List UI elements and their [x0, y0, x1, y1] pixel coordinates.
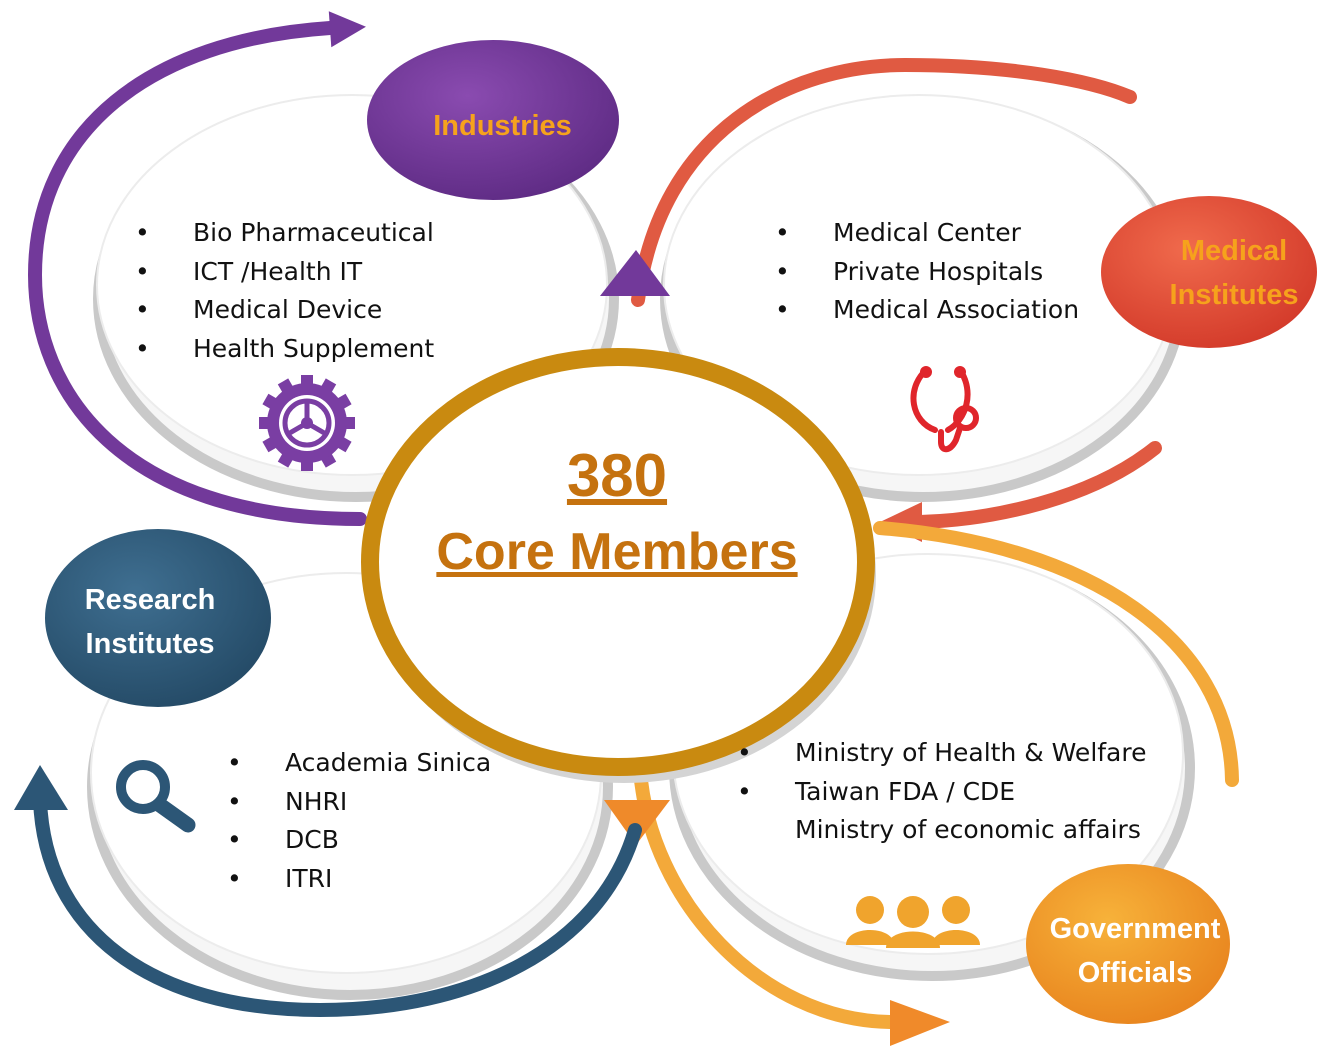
government-title-line1: Government — [1049, 913, 1221, 945]
research-title-line1: Research — [84, 584, 216, 616]
list-item: NHRI — [227, 783, 491, 822]
list-item: Health Supplement — [135, 330, 434, 369]
list-item: DCB — [227, 821, 491, 860]
core-member-count: 380 — [566, 442, 668, 509]
list-item: Ministry of Health & Welfare — [737, 734, 1147, 773]
magnifier-icon — [116, 760, 196, 833]
people-group-icon — [846, 896, 980, 948]
core-member-label: Core Members — [436, 523, 798, 581]
government-list: Ministry of Health & Welfare Taiwan FDA … — [737, 734, 1147, 850]
research-title: Research Institutes — [60, 578, 240, 666]
government-title: Government Officials — [1035, 907, 1235, 995]
center-label: 380 Core Members — [372, 438, 862, 590]
industries-title: Industries — [433, 110, 572, 142]
industries-list: Bio Pharmaceutical ICT /Health IT Medica… — [135, 214, 434, 368]
industries-badge — [367, 40, 619, 200]
list-item: Ministry of economic affairs — [795, 815, 1141, 844]
medical-list: Medical Center Private Hospitals Medical… — [775, 214, 1079, 330]
stethoscope-icon — [910, 366, 979, 453]
down-cycle-arrow — [604, 763, 950, 1046]
research-badge — [45, 529, 271, 707]
government-cycle-arrow — [873, 521, 1239, 787]
research-title-line2: Institutes — [85, 628, 215, 660]
list-item: ITRI — [227, 860, 491, 899]
list-item: Medical Device — [135, 291, 434, 330]
medical-title: Medical Institutes — [1145, 229, 1322, 317]
medical-title-line2: Institutes — [1169, 279, 1299, 311]
industries-cycle-arrow — [27, 11, 367, 526]
research-list: Academia Sinica NHRI DCB ITRI — [227, 744, 491, 898]
center-ring — [361, 348, 876, 783]
list-item: Taiwan FDA / CDE — [737, 773, 1147, 812]
list-item: Bio Pharmaceutical — [135, 214, 434, 253]
research-cycle-arrow — [14, 765, 642, 1018]
list-item: Medical Center — [775, 214, 1079, 253]
up-arrow-head — [600, 250, 670, 296]
medical-title-line1: Medical — [1180, 235, 1288, 267]
list-item: Medical Association — [775, 291, 1079, 330]
list-item: ICT /Health IT — [135, 253, 434, 292]
gear-icon — [259, 375, 355, 471]
list-item: Academia Sinica — [227, 744, 491, 783]
government-badge — [1026, 864, 1230, 1024]
list-item: Private Hospitals — [775, 253, 1079, 292]
government-title-line2: Officials — [1077, 957, 1193, 989]
medical-badge — [1101, 196, 1317, 348]
